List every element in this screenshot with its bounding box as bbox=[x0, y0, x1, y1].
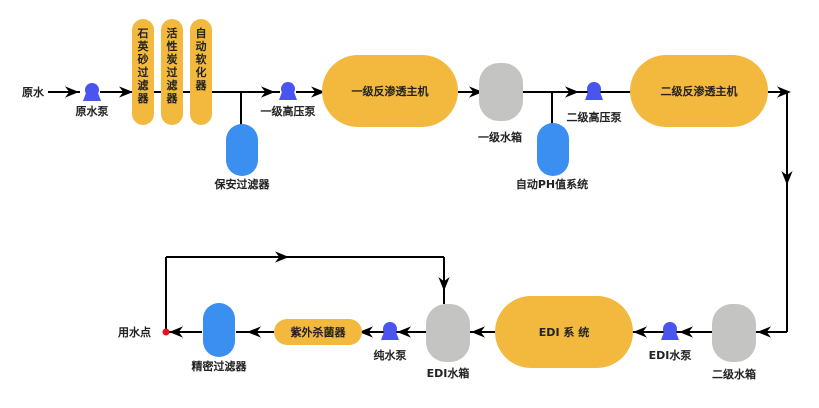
ro-unit-1[interactable]: 一级反渗透主机 bbox=[322, 55, 458, 127]
pure-water-pump[interactable]: 纯水泵 bbox=[374, 322, 407, 362]
pump-icon bbox=[279, 82, 297, 100]
hp-pump-2[interactable]: 二级高压泵 bbox=[567, 82, 622, 124]
precision-filter[interactable]: 精密过滤器 bbox=[192, 303, 248, 373]
edi-system[interactable]: EDI 系 统 bbox=[495, 296, 633, 368]
uv-sterilizer[interactable]: 紫外杀菌器 bbox=[274, 319, 362, 345]
vertical-label-char: 化 bbox=[196, 65, 207, 79]
ph-system[interactable]: 自动PH值系统 bbox=[516, 123, 588, 191]
hp-pump-1-label: 一级高压泵 bbox=[261, 104, 316, 118]
vertical-label-char: 活 bbox=[167, 26, 178, 40]
security-filter[interactable]: 保安过滤器 bbox=[214, 124, 271, 191]
tank-1-label: 一级水箱 bbox=[478, 130, 522, 144]
vertical-label-char: 滤 bbox=[138, 78, 149, 92]
pure-pump-label: 纯水泵 bbox=[374, 348, 407, 362]
edi-pump[interactable]: EDI水泵 bbox=[649, 322, 692, 362]
pump-icon bbox=[83, 83, 101, 101]
raw-pump[interactable]: 原水泵 bbox=[76, 83, 109, 118]
pump-icon bbox=[585, 82, 603, 100]
pump-icon bbox=[381, 322, 399, 340]
vertical-label-char: 过 bbox=[167, 65, 178, 79]
vertical-label-char: 砂 bbox=[138, 52, 149, 66]
hp-pump-1[interactable]: 一级高压泵 bbox=[261, 82, 316, 118]
vertical-label-char: 器 bbox=[195, 79, 208, 92]
vertical-label-char: 自 bbox=[196, 26, 207, 40]
use-point-label: 用水点 bbox=[118, 325, 151, 339]
pump-icon bbox=[661, 322, 679, 340]
raw-pump-label: 原水泵 bbox=[76, 104, 109, 118]
vertical-label-char: 性 bbox=[167, 39, 178, 53]
ro-unit-1-label: 一级反渗透主机 bbox=[352, 84, 429, 98]
edi-tank[interactable]: EDI水箱 bbox=[426, 304, 470, 380]
hp-pump-2-label: 二级高压泵 bbox=[567, 110, 622, 124]
vertical-label-char: 石 bbox=[137, 27, 149, 40]
vertical-label-char: 软 bbox=[196, 52, 208, 66]
ro-unit-2-label: 二级反渗透主机 bbox=[661, 84, 738, 98]
security-filter-label: 保安过滤器 bbox=[214, 177, 271, 191]
edi-system-label: EDI 系 统 bbox=[539, 325, 589, 339]
precision-filter-label: 精密过滤器 bbox=[192, 359, 248, 373]
tank-2-label: 二级水箱 bbox=[712, 367, 756, 381]
vertical-label-char: 器 bbox=[166, 92, 179, 105]
edi-tank-label: EDI水箱 bbox=[427, 366, 470, 380]
ro-unit-2[interactable]: 二级反渗透主机 bbox=[630, 55, 768, 127]
vertical-label-char: 炭 bbox=[167, 52, 178, 66]
ph-system-label: 自动PH值系统 bbox=[516, 177, 588, 191]
tank-2[interactable]: 二级水箱 bbox=[712, 304, 756, 381]
vertical-label-char: 英 bbox=[137, 39, 150, 53]
raw-water-label: 原水 bbox=[22, 85, 45, 99]
use-point[interactable]: 用水点 bbox=[118, 325, 170, 339]
vertical-label-char: 滤 bbox=[167, 78, 178, 92]
edi-pump-label: EDI水泵 bbox=[649, 348, 692, 362]
use-point-marker bbox=[162, 328, 170, 336]
uv-sterilizer-label: 紫外杀菌器 bbox=[291, 325, 347, 339]
vertical-label-char: 器 bbox=[137, 92, 150, 105]
vertical-label-char: 动 bbox=[196, 39, 207, 53]
vertical-label-char: 过 bbox=[138, 65, 149, 79]
tank-1[interactable]: 一级水箱 bbox=[478, 63, 523, 144]
